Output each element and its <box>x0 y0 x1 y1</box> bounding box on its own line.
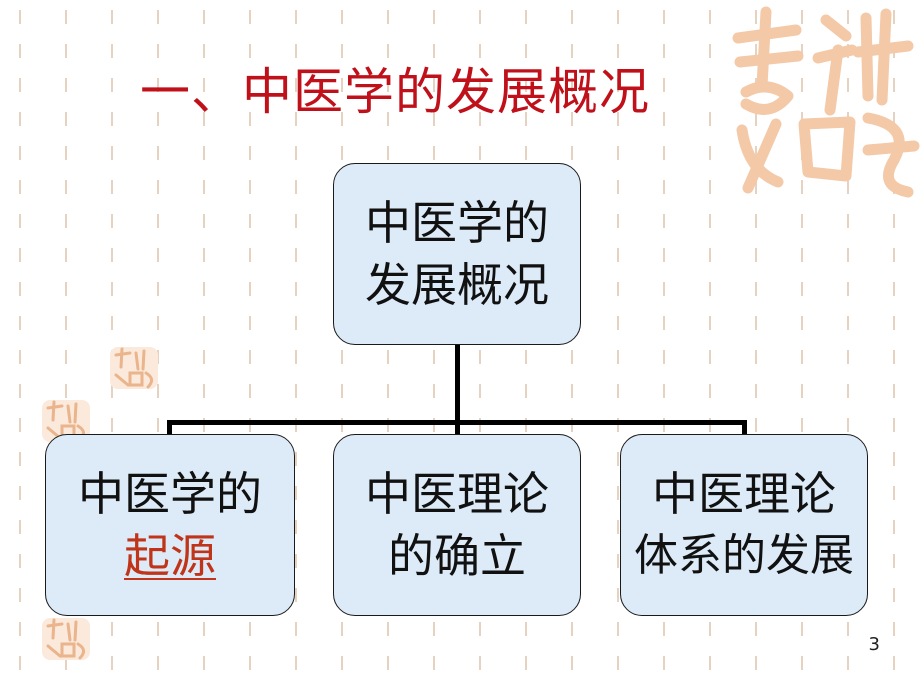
connector-child-left <box>167 420 172 438</box>
child-node-origin-line1: 中医学的 <box>78 467 262 521</box>
child-node-origin: 中医学的 起源 <box>45 434 295 616</box>
connector-root-vertical <box>455 344 460 424</box>
calligraphy-seal-decoration <box>732 6 920 198</box>
connector-child-middle <box>455 420 460 438</box>
child-node-establishment: 中医理论 的确立 <box>333 434 581 616</box>
small-seal-decoration <box>42 400 90 442</box>
root-node-line1: 中医学的 <box>365 196 549 250</box>
root-node: 中医学的 发展概况 <box>333 163 581 345</box>
child-node-establishment-line1: 中医理论 <box>365 467 549 521</box>
child-node-system-development: 中医理论 体系的发展 <box>620 434 868 616</box>
small-seal-decoration <box>42 618 90 660</box>
child-node-system-development-line1: 中医理论 <box>652 467 836 521</box>
child-node-establishment-line2: 的确立 <box>388 529 526 583</box>
slide-title: 一、中医学的发展概况 <box>140 63 650 121</box>
child-node-system-development-line2: 体系的发展 <box>634 530 854 581</box>
connector-child-right <box>742 420 747 438</box>
small-seal-decoration <box>110 347 158 389</box>
root-node-line2: 发展概况 <box>365 258 549 312</box>
page-number: 3 <box>868 634 880 655</box>
origin-link[interactable]: 起源 <box>124 529 216 583</box>
